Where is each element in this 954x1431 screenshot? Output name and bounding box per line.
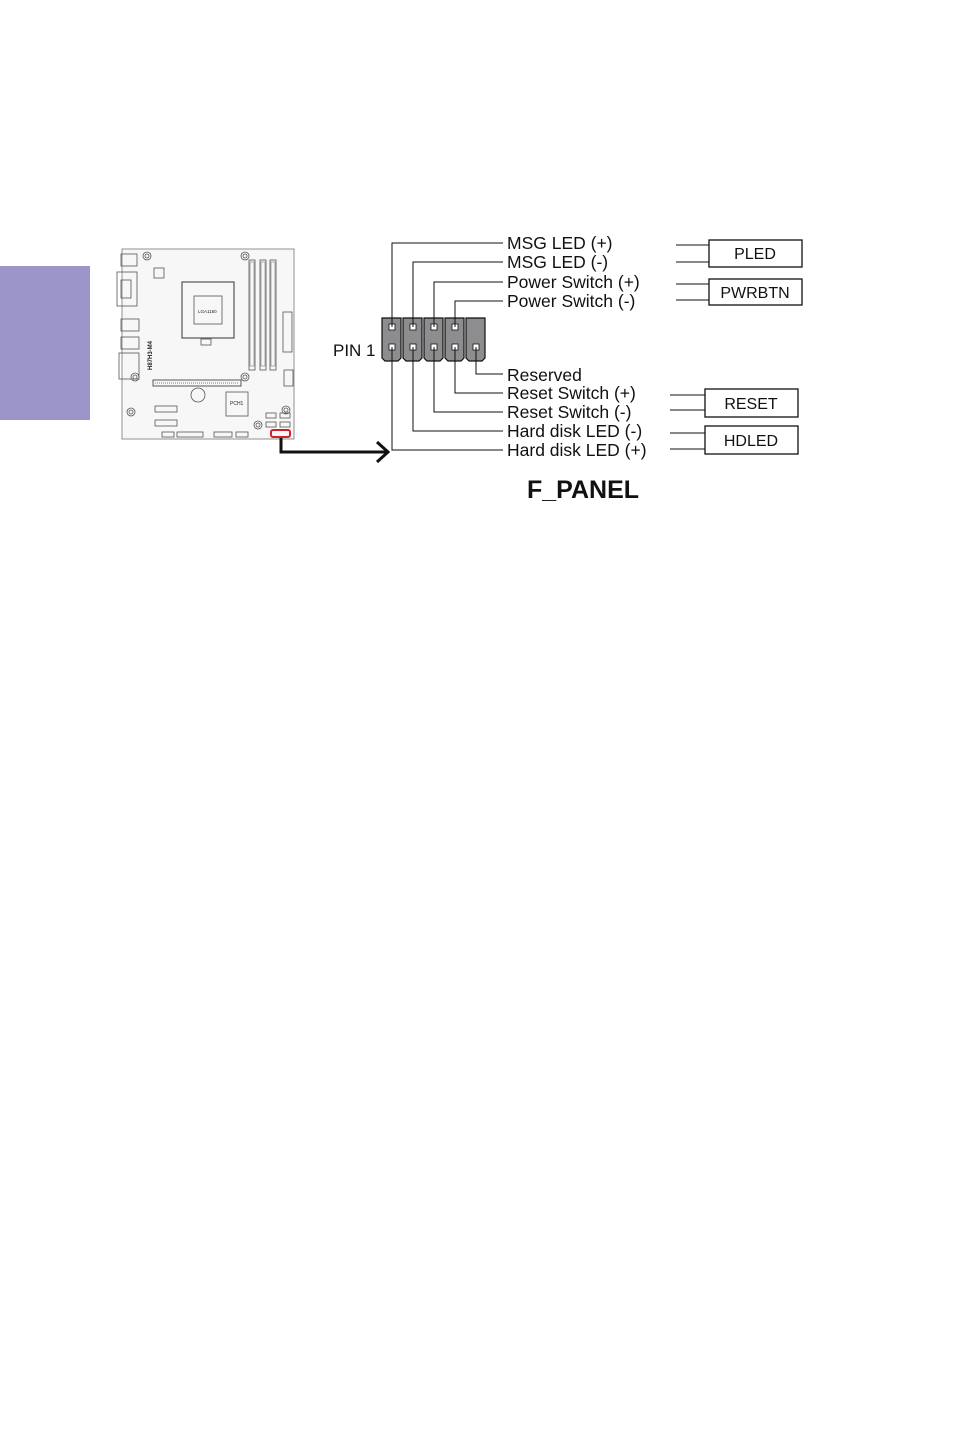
- pin-label-reset-switch-minus: Reset Switch (-): [507, 402, 631, 422]
- board-model-label: H87H3-M4: [148, 340, 154, 370]
- group-label-pled: PLED: [734, 246, 776, 263]
- pin-label-power-switch-plus: Power Switch (+): [507, 272, 640, 292]
- cpu-socket-label: LGA1150: [198, 309, 217, 314]
- pin-label-reset-switch-plus: Reset Switch (+): [507, 383, 636, 403]
- chipset-label: PCH1: [230, 401, 244, 407]
- motherboard-layout: [117, 249, 294, 439]
- callout-arrow: [281, 438, 388, 462]
- pin-label-hdd-led-plus: Hard disk LED (+): [507, 440, 647, 460]
- group-boxes: PLED PWRBTN RESET HDLED: [705, 240, 802, 454]
- pin-label-reserved: Reserved: [507, 365, 582, 385]
- pin1-label: PIN 1: [333, 341, 376, 360]
- pin-labels: MSG LED (+) MSG LED (-) Power Switch (+)…: [507, 233, 647, 460]
- connector-title: F_PANEL: [527, 476, 639, 504]
- pin-label-power-switch-minus: Power Switch (-): [507, 291, 635, 311]
- group-label-pwrbtn: PWRBTN: [720, 285, 789, 302]
- group-label-hdled: HDLED: [724, 433, 778, 450]
- pin-label-msg-led-plus: MSG LED (+): [507, 233, 613, 253]
- pin-label-hdd-led-minus: Hard disk LED (-): [507, 421, 642, 441]
- pin-label-msg-led-minus: MSG LED (-): [507, 252, 608, 272]
- group-label-reset: RESET: [724, 396, 778, 413]
